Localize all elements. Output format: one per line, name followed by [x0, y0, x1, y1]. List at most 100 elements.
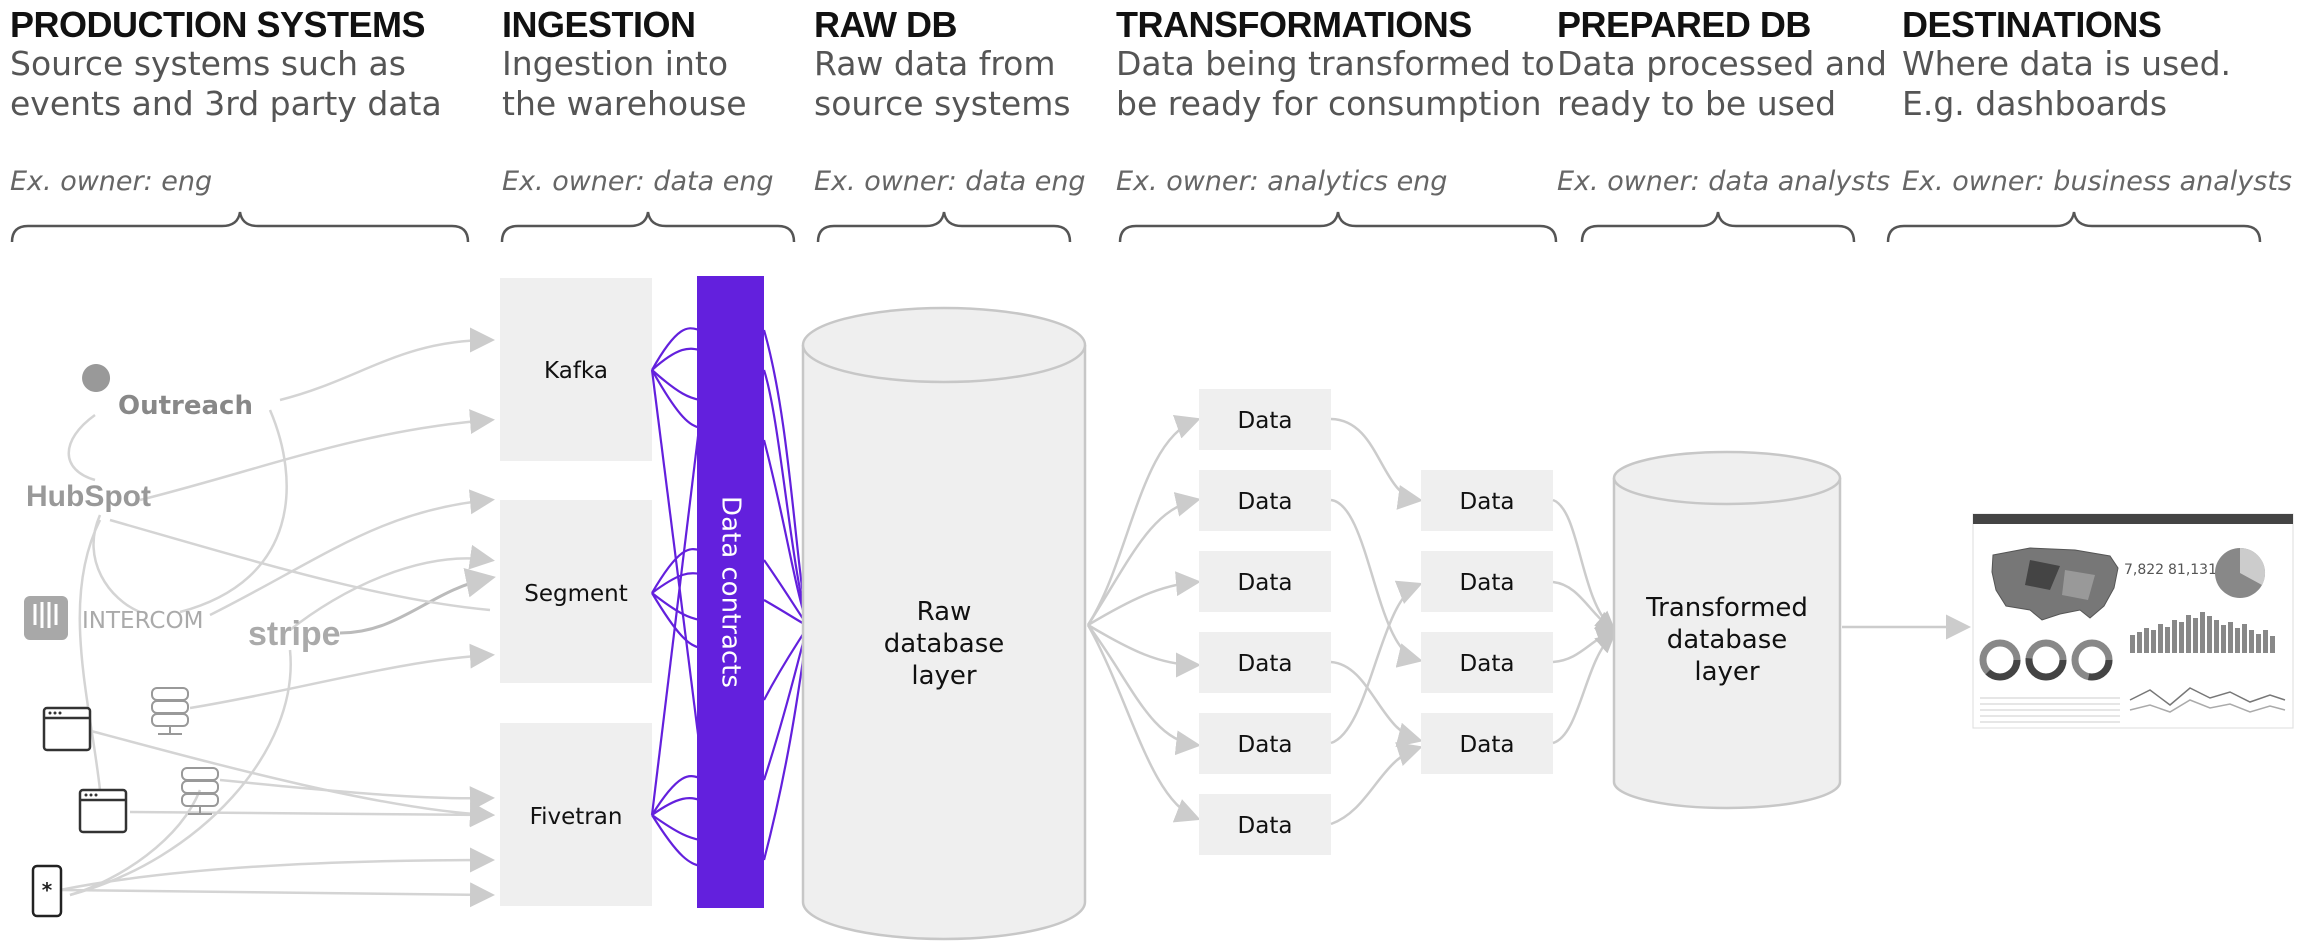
browser-window-icon — [42, 706, 92, 752]
arrow-outreach — [279, 327, 495, 402]
arrow-stripe — [339, 568, 496, 635]
transform-node — [1199, 632, 1331, 693]
transform-node-label: Data — [1238, 408, 1293, 434]
intercom-icon — [24, 596, 68, 640]
raw-db-label-line1: Raw — [917, 597, 972, 627]
brace-prepared-db — [1580, 211, 1856, 243]
arrow-browser1 — [79, 726, 495, 827]
kafka-label: Kafka — [544, 358, 608, 384]
prepared-to-db-arrows — [1552, 498, 1617, 745]
curve-hubspot-mobile — [78, 519, 102, 791]
dashboard-table — [1980, 697, 2120, 723]
raw-db-label-line3: layer — [911, 661, 977, 691]
raw-db-label-line2: database — [884, 629, 1005, 659]
transform-node-label: Data — [1238, 813, 1293, 839]
transform-node-label: Data — [1238, 651, 1293, 677]
transform-node — [1199, 470, 1331, 531]
dashboard-bars — [2130, 612, 2275, 653]
outreach-label: Outreach — [118, 391, 253, 421]
curve-hubspot-intercom — [92, 514, 141, 614]
transformed-db-label-line1: Transformed — [1645, 593, 1808, 623]
arrow-hubspot — [139, 409, 495, 502]
kafka-box — [500, 278, 652, 461]
column-owner-ingestion: Ex. owner: data eng — [502, 166, 774, 197]
curve-server2-mobile — [69, 789, 202, 897]
arrow-intercom — [209, 489, 495, 617]
brace-raw-db — [816, 211, 1072, 243]
brace-production-systems — [10, 211, 470, 243]
source-arrows — [59, 327, 496, 908]
column-desc-destinations: Where data is used. E.g. dashboards — [1902, 44, 2232, 123]
browser-window-icon — [78, 788, 128, 834]
transform-node — [1199, 794, 1331, 855]
dashboard-header-bar — [1973, 514, 2293, 524]
dashboard-donuts — [1979, 639, 2113, 681]
stripe-label: stripe — [248, 615, 341, 653]
prepared-node — [1421, 551, 1553, 612]
transform-node — [1199, 389, 1331, 450]
prepared-node-label: Data — [1460, 570, 1515, 596]
brace-ingestion — [500, 211, 796, 243]
intercom-label: INTERCOM — [82, 608, 203, 634]
prepared-node — [1421, 632, 1553, 693]
mobile-phone-icon: * — [31, 864, 63, 918]
transform-node-label: Data — [1238, 489, 1293, 515]
hubspot-label: HubSpot — [26, 480, 151, 513]
column-owner-prepared-db: Ex. owner: data analysts — [1557, 166, 1891, 197]
column-owner-transformations: Ex. owner: analytics eng — [1116, 166, 1448, 197]
transform-to-prepared-arrows — [1330, 417, 1423, 826]
header-braces — [10, 211, 2262, 243]
segment-label: Segment — [524, 581, 628, 607]
hubspot-logo: HubSpot — [26, 480, 151, 513]
column-title-raw-db: RAW DB — [814, 4, 958, 45]
column-desc-ingestion: Ingestion into the warehouse — [502, 44, 747, 123]
outreach-logo: Outreach — [82, 364, 253, 421]
curve-hubspot-segment — [109, 518, 491, 612]
prepared-node-label: Data — [1460, 651, 1515, 677]
outreach-icon — [82, 364, 111, 392]
column-desc-production-systems: Source systems such as events and 3rd pa… — [10, 44, 442, 123]
transformed-db-label-line2: database — [1667, 625, 1788, 655]
dashboard-line-chart — [2129, 687, 2286, 706]
prepared-node-label: Data — [1460, 732, 1515, 758]
brace-transformations — [1118, 211, 1558, 243]
transform-node — [1199, 551, 1331, 612]
fivetran-box — [500, 723, 652, 906]
prepared-nodes — [1421, 470, 1553, 774]
svg-text:*: * — [42, 878, 53, 902]
server-icon — [151, 687, 189, 735]
dashboard-thumbnail: 7,822 81,131 — [1972, 513, 2294, 729]
column-title-destinations: DESTINATIONS — [1902, 4, 2162, 45]
transform-node — [1199, 713, 1331, 774]
column-title-ingestion: INGESTION — [502, 4, 696, 45]
arrow-mobile-low — [59, 882, 495, 908]
prepared-node-label: Data — [1460, 489, 1515, 515]
column-desc-transformations: Data being transformed to be ready for c… — [1116, 44, 1555, 123]
transform-node-label: Data — [1238, 732, 1293, 758]
stripe-logo: stripe — [248, 615, 341, 653]
brace-destinations — [1886, 211, 2262, 243]
server-icon — [181, 767, 219, 815]
fivetran-label: Fivetran — [530, 804, 623, 830]
arrow-server2 — [219, 778, 495, 812]
arrow-browser2 — [129, 802, 495, 828]
prepared-node — [1421, 713, 1553, 774]
curve-stripe-mobile — [69, 649, 292, 897]
prepared-node — [1421, 470, 1553, 531]
curve-outreach-hubspot — [67, 413, 96, 482]
column-title-production-systems: PRODUCTION SYSTEMS — [10, 4, 426, 45]
column-desc-raw-db: Raw data from source systems — [814, 44, 1071, 123]
transformed-db-label-line3: layer — [1694, 657, 1760, 687]
dashboard-kpi-2: 81,131 — [2168, 562, 2217, 578]
raw-to-transform-arrows — [1086, 414, 1201, 823]
transform-node-label: Data — [1238, 570, 1293, 596]
arrow-stripe-upper — [289, 544, 495, 631]
column-owner-raw-db: Ex. owner: data eng — [814, 166, 1086, 197]
raw-db-cylinder — [801, 306, 1087, 941]
transform-nodes — [1199, 389, 1331, 855]
transformed-db-cylinder — [1612, 450, 1842, 810]
data-contracts-bar — [697, 276, 764, 908]
column-title-transformations: TRANSFORMATIONS — [1116, 4, 1472, 45]
segment-box — [500, 500, 652, 683]
